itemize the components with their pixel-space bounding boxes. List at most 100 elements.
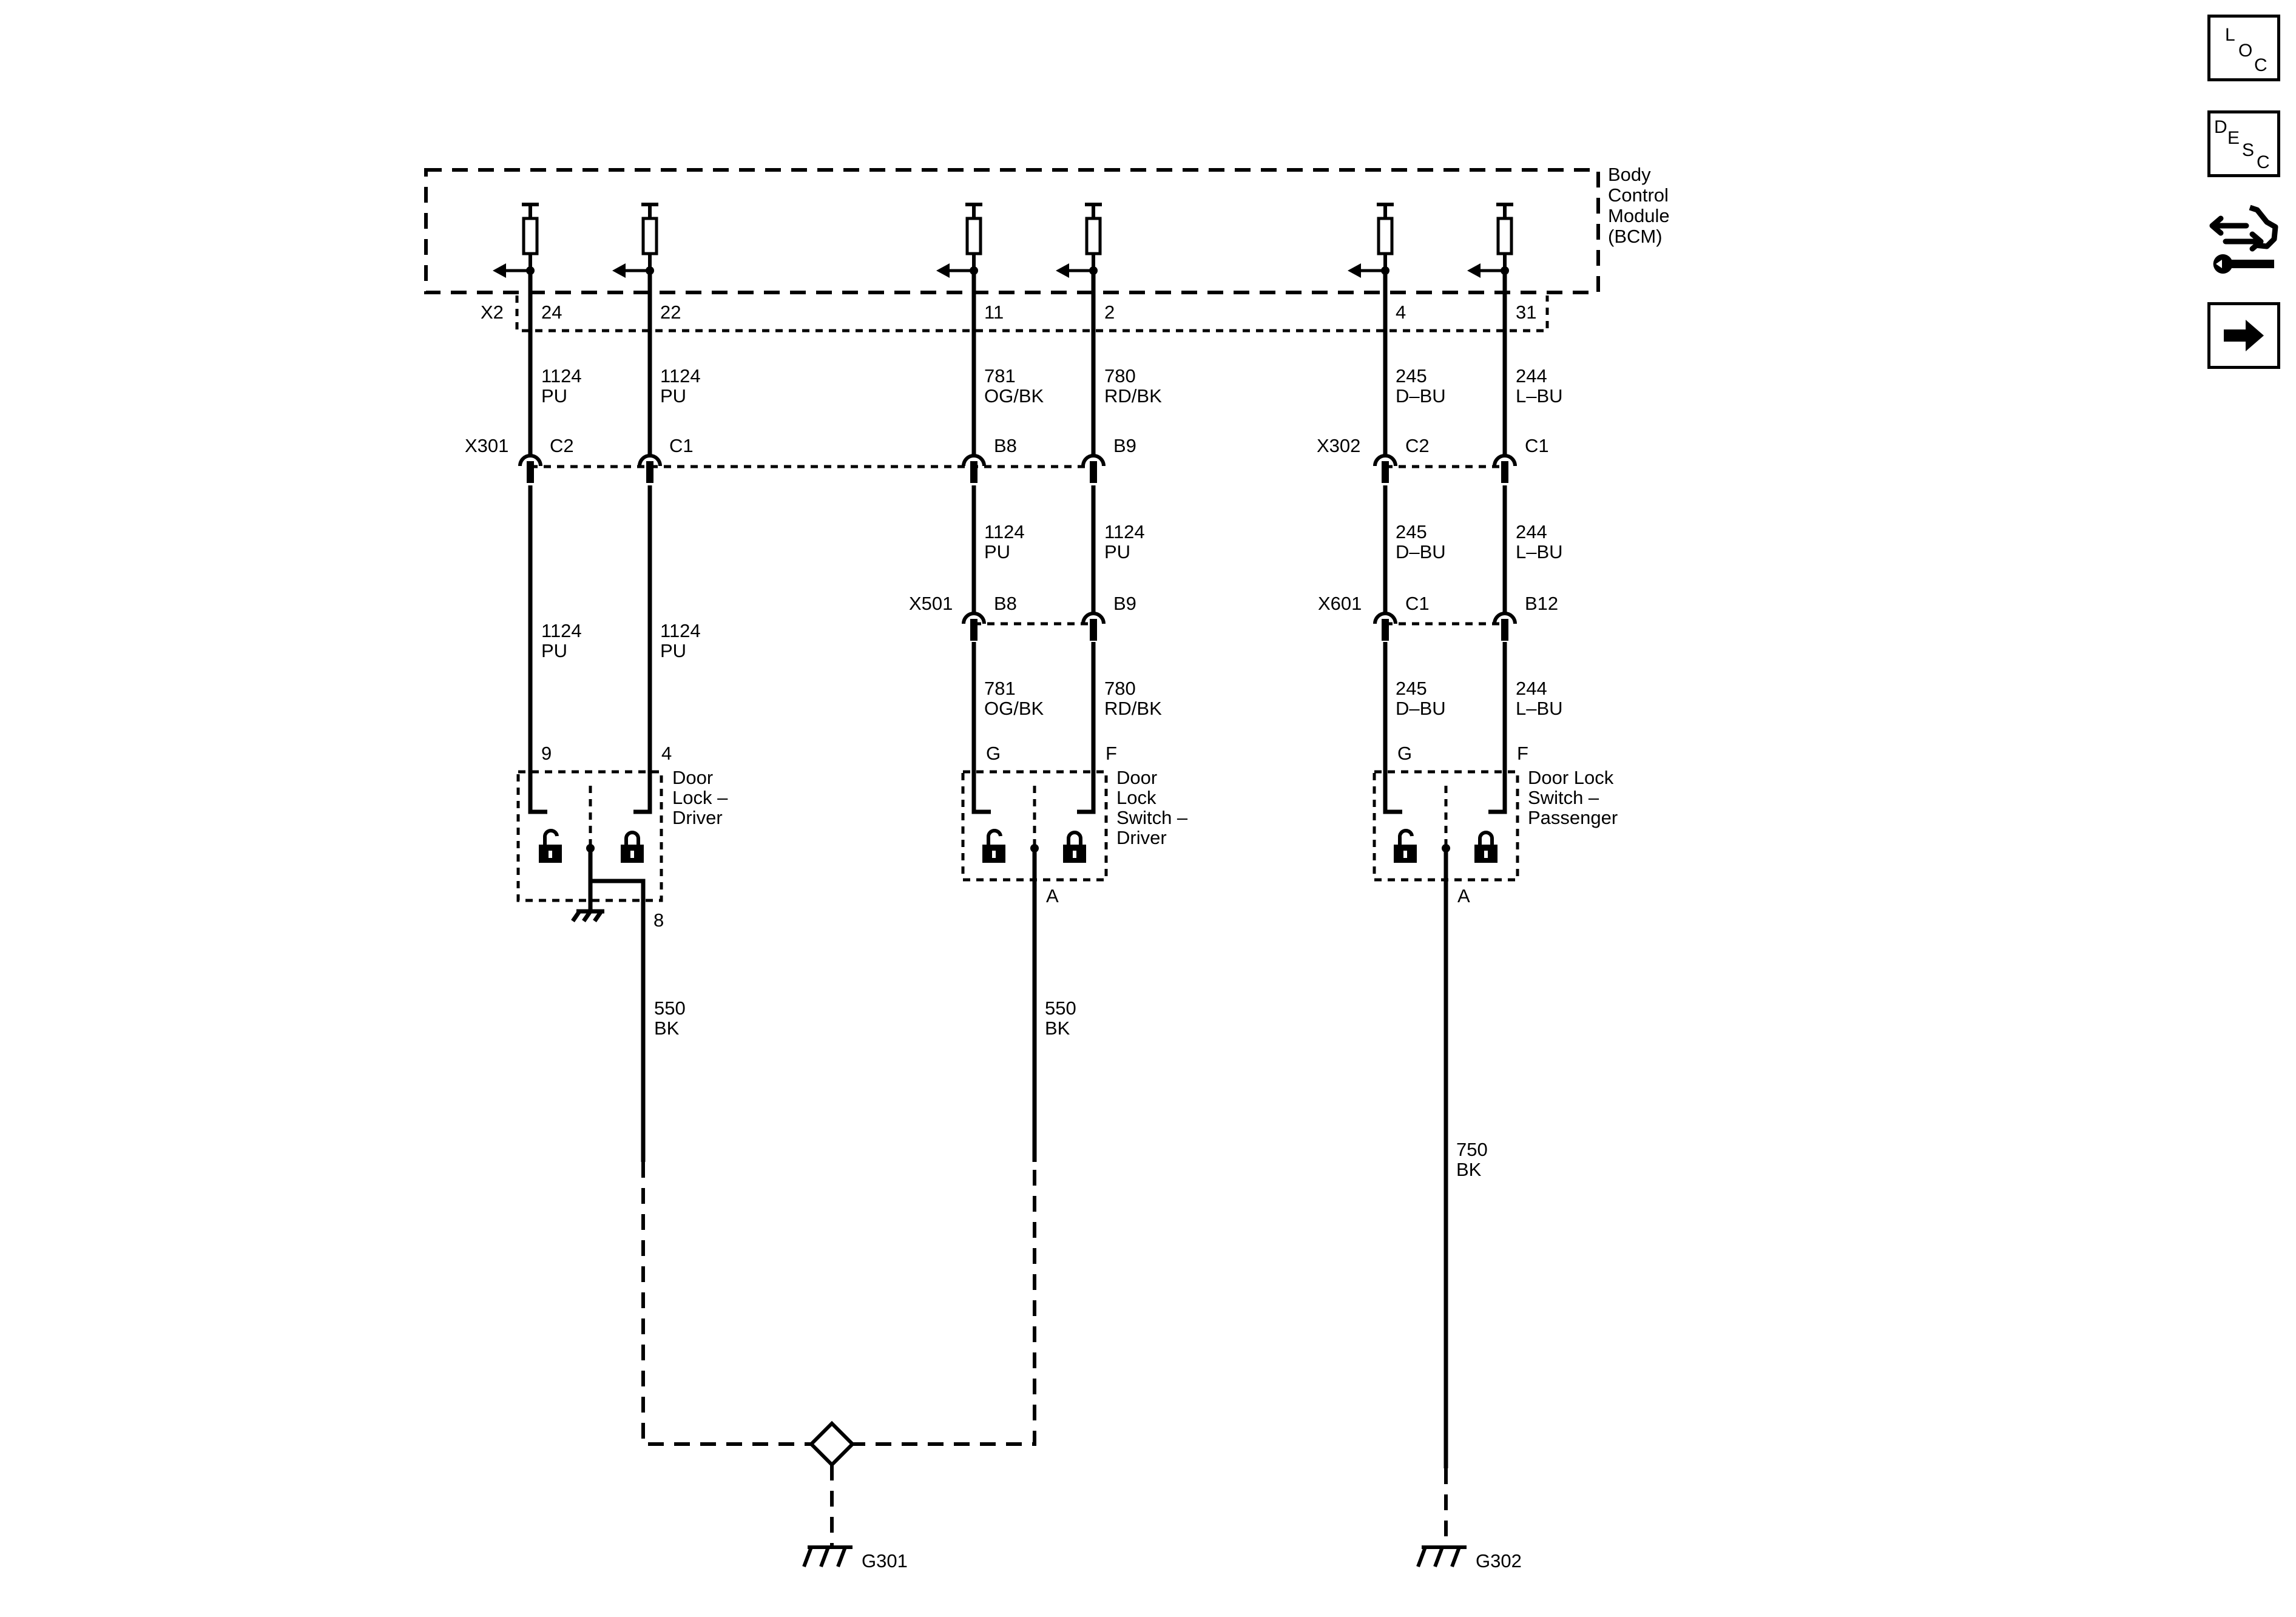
svg-text:Door Lock: Door Lock: [1528, 767, 1614, 788]
svg-text:Lock –: Lock –: [672, 787, 728, 808]
bcm-module-label: Body Control Module (BCM): [1608, 164, 1670, 247]
door-lock-driver-outline: [516, 770, 663, 902]
bcm-pin-24: 24: [541, 302, 562, 323]
door-lock-switch-driver-common-node: [1030, 844, 1039, 852]
svg-text:1124: 1124: [660, 620, 701, 641]
svg-text:PU: PU: [541, 640, 567, 661]
svg-text:781: 781: [984, 678, 1016, 699]
door-lock-switch-passenger-label: Door Lock Switch – Passenger: [1528, 767, 1618, 828]
door-lock-driver-pin-9: 9: [541, 743, 552, 764]
bcm-pin-22: 22: [660, 302, 681, 323]
svg-text:L–BU: L–BU: [1516, 385, 1563, 407]
door-lock-switch-passenger-pin-f: F: [1517, 743, 1528, 764]
door-lock-driver-pin-8: 8: [653, 910, 664, 931]
bcm-module-outline: [424, 168, 1600, 294]
unlock-padlock-icon-2: [982, 829, 1005, 863]
svg-text:Body: Body: [1608, 164, 1651, 185]
svg-text:550: 550: [1045, 998, 1076, 1019]
door-lock-switch-driver-pin-f: F: [1106, 743, 1117, 764]
x601-label: X601: [1318, 593, 1362, 614]
description-icon-letter-s: S: [2242, 140, 2255, 160]
door-lock-driver-lock-lead: [633, 772, 652, 814]
svg-text:(BCM): (BCM): [1608, 226, 1663, 247]
diagnostic-button[interactable]: [2207, 204, 2280, 277]
svg-text:PU: PU: [660, 385, 686, 407]
x301-label: X301: [465, 435, 508, 456]
x301-pin-c2: C2: [550, 435, 574, 456]
x2-connector-outline: [515, 295, 1549, 333]
bcm-driver-2: [612, 203, 658, 278]
row2-terminal-4: [1493, 612, 1517, 641]
svg-text:750: 750: [1456, 1139, 1488, 1160]
svg-text:Lock: Lock: [1116, 787, 1156, 808]
door-lock-switch-passenger-pin-a: A: [1457, 885, 1470, 906]
location-icon-letter-l: L: [2225, 25, 2235, 45]
svg-text:Driver: Driver: [1116, 827, 1167, 848]
svg-text:1124: 1124: [541, 620, 582, 641]
bcm-output-drivers: [493, 203, 1513, 278]
connector-terminals-row2: [962, 612, 1517, 641]
row1-terminal-2: [638, 454, 662, 483]
row2-terminal-3: [1373, 612, 1397, 641]
x302-pin-c1: C1: [1525, 435, 1549, 456]
row1-terminal-5: [1373, 454, 1397, 483]
svg-text:PU: PU: [984, 541, 1010, 562]
next-arrow-icon: [2224, 320, 2264, 351]
svg-text:244: 244: [1516, 678, 1547, 699]
row1-terminal-3: [962, 454, 986, 483]
svg-text:PU: PU: [660, 640, 686, 661]
location-icon-letter-o: O: [2238, 41, 2253, 61]
svg-text:550: 550: [654, 998, 686, 1019]
door-lock-switch-passenger-lock-lead: [1488, 772, 1507, 814]
x301-pin-b8: B8: [994, 435, 1017, 456]
bcm-driver-4: [1056, 203, 1102, 278]
svg-text:D–BU: D–BU: [1396, 698, 1446, 719]
svg-text:Driver: Driver: [672, 807, 723, 828]
next-button[interactable]: [2207, 302, 2280, 369]
splice-diamond-icon: [808, 1420, 856, 1468]
svg-text:D–BU: D–BU: [1396, 385, 1446, 407]
svg-text:244: 244: [1516, 365, 1547, 387]
g301-splice-harness: [641, 1162, 1036, 1446]
diagnostic-wrench-icon: [2209, 204, 2278, 274]
svg-text:L–BU: L–BU: [1516, 698, 1563, 719]
door-lock-switch-passenger-unlock-lead: [1383, 772, 1402, 814]
door-lock-driver-unlock-lead: [528, 772, 547, 814]
svg-text:1124: 1124: [984, 521, 1025, 542]
lock-padlock-icon-3: [1474, 831, 1497, 863]
svg-text:1124: 1124: [660, 365, 701, 387]
connector-terminals-row1: [518, 454, 1517, 483]
row2-terminal-1: [962, 612, 986, 641]
bcm-driver-6: [1467, 203, 1513, 278]
svg-text:OG/BK: OG/BK: [984, 385, 1044, 407]
lock-padlock-icon-2: [1063, 831, 1086, 863]
row1-terminal-4: [1081, 454, 1106, 483]
door-lock-driver-case-ground: [571, 881, 604, 922]
svg-text:780: 780: [1104, 678, 1136, 699]
svg-text:BK: BK: [654, 1018, 680, 1039]
x601-pin-c1: C1: [1405, 593, 1430, 614]
bcm-pin-31: 31: [1516, 302, 1536, 323]
description-icon-letter-c: C: [2257, 152, 2270, 172]
bcm-pin-11: 11: [984, 302, 1004, 323]
door-lock-switch-passenger-common-node: [1442, 844, 1450, 852]
location-button[interactable]: L O C: [2207, 15, 2280, 81]
door-lock-driver-label: Door Lock – Driver: [672, 767, 728, 828]
svg-text:PU: PU: [1104, 541, 1130, 562]
ground-symbol-icon-1: [802, 1545, 853, 1568]
door-lock-driver-common-node: [586, 844, 595, 852]
svg-text:244: 244: [1516, 521, 1547, 542]
description-button[interactable]: D E S C: [2207, 110, 2280, 177]
svg-text:D–BU: D–BU: [1396, 541, 1446, 562]
svg-text:Control: Control: [1608, 184, 1669, 206]
svg-text:245: 245: [1396, 365, 1427, 387]
door-lock-driver-pin-4: 4: [661, 743, 672, 764]
bcm-pin-2: 2: [1104, 302, 1115, 323]
svg-text:OG/BK: OG/BK: [984, 698, 1044, 719]
svg-text:1124: 1124: [1104, 521, 1145, 542]
door-lock-switch-passenger-pin-g: G: [1397, 743, 1412, 764]
description-icon-letter-e: E: [2227, 128, 2240, 148]
svg-text:781: 781: [984, 365, 1016, 387]
